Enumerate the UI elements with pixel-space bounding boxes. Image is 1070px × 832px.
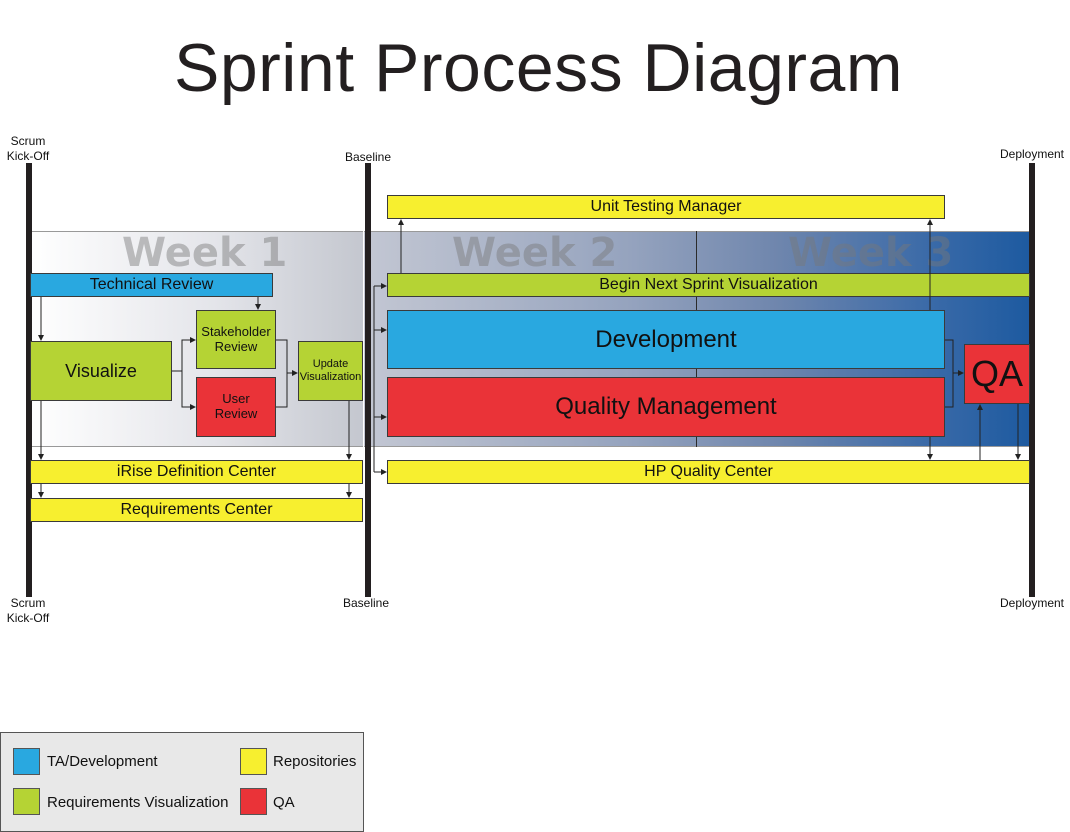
- legend-swatch-requirements-visualization: [13, 788, 40, 815]
- irise-definition-center-box: iRise Definition Center: [30, 460, 363, 484]
- technical-review-box: Technical Review: [30, 273, 273, 297]
- week-1-label: Week 1: [122, 230, 288, 276]
- legend-label-repositories: Repositories: [273, 753, 357, 770]
- requirements-center-box: Requirements Center: [30, 498, 363, 522]
- page-title: Sprint Process Diagram: [173, 30, 904, 106]
- legend-label-ta-development: TA/Development: [47, 753, 158, 770]
- baseline-label-top: Baseline: [344, 150, 392, 164]
- hp-quality-center-box: HP Quality Center: [387, 460, 1030, 484]
- deployment-label-bottom: Deployment: [999, 596, 1065, 610]
- baseline-label-bottom: Baseline: [342, 596, 390, 610]
- legend-swatch-repositories: [240, 748, 267, 775]
- legend-swatch-qa: [240, 788, 267, 815]
- legend: TA/Development Repositories Requirements…: [0, 732, 364, 832]
- visualize-box: Visualize: [30, 341, 172, 401]
- qa-box: QA: [964, 344, 1030, 404]
- deployment-line: [1029, 163, 1035, 597]
- quality-management-box: Quality Management: [387, 377, 945, 437]
- update-visualization-box: Update Visualization: [298, 341, 363, 401]
- development-box: Development: [387, 310, 945, 369]
- stakeholder-review-box: Stakeholder Review: [196, 310, 276, 369]
- scrum-kickoff-label-top: Scrum Kick-Off: [6, 134, 50, 163]
- unit-testing-manager-box: Unit Testing Manager: [387, 195, 945, 219]
- legend-label-requirements-visualization: Requirements Visualization: [47, 794, 229, 811]
- week-3-label: Week 3: [788, 230, 954, 276]
- begin-next-sprint-box: Begin Next Sprint Visualization: [387, 273, 1030, 297]
- deployment-label-top: Deployment: [999, 147, 1065, 161]
- week-2-label: Week 2: [452, 230, 618, 276]
- legend-swatch-ta-development: [13, 748, 40, 775]
- legend-label-qa: QA: [273, 794, 295, 811]
- user-review-box: User Review: [196, 377, 276, 437]
- scrum-kickoff-line: [26, 163, 32, 597]
- scrum-kickoff-label-bottom: Scrum Kick-Off: [6, 596, 50, 625]
- baseline-line: [365, 163, 371, 597]
